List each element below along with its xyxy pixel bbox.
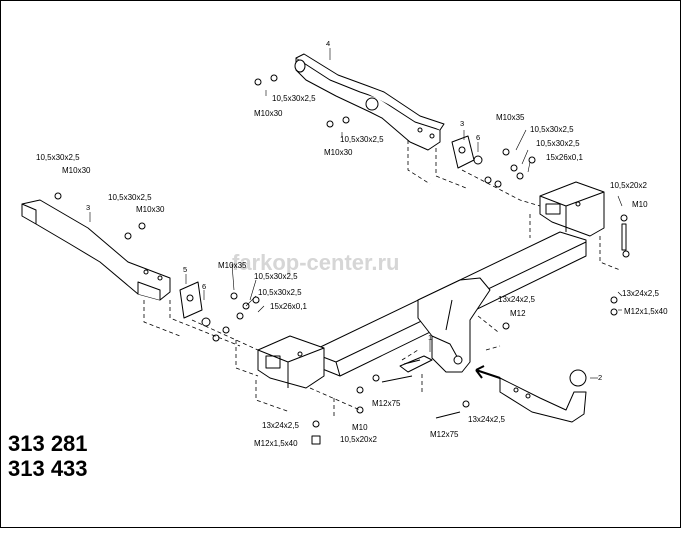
product-code: 313 281 — [8, 431, 88, 456]
product-code: 313 433 — [8, 456, 88, 481]
svg-text:13x24x2,5: 13x24x2,5 — [468, 415, 505, 424]
svg-text:10,5x30x2,5: 10,5x30x2,5 — [36, 153, 80, 162]
svg-text:15x26x0,1: 15x26x0,1 — [270, 302, 307, 311]
svg-text:M12x1,5x40: M12x1,5x40 — [254, 439, 298, 448]
assembly-guides — [143, 140, 621, 416]
svg-text:10,5x20x2: 10,5x20x2 — [340, 435, 377, 444]
fastener-set — [54, 74, 630, 445]
svg-text:10,5x30x2,5: 10,5x30x2,5 — [340, 135, 384, 144]
svg-text:15x26x0,1: 15x26x0,1 — [546, 153, 583, 162]
left-mount-plate — [257, 335, 325, 389]
svg-text:6: 6 — [476, 133, 480, 142]
svg-text:13x24x2,5: 13x24x2,5 — [262, 421, 299, 430]
svg-text:10,5x30x2,5: 10,5x30x2,5 — [258, 288, 302, 297]
svg-text:2: 2 — [598, 373, 602, 382]
watermark: farkop-center.ru — [232, 250, 400, 275]
svg-text:M10x35: M10x35 — [218, 261, 247, 270]
central-bracket — [417, 277, 491, 373]
svg-text:M10x30: M10x30 — [136, 205, 165, 214]
svg-text:10,5x30x2,5: 10,5x30x2,5 — [108, 193, 152, 202]
svg-text:M10x35: M10x35 — [496, 113, 525, 122]
svg-text:M12x1,5x40: M12x1,5x40 — [624, 307, 668, 316]
svg-text:M12: M12 — [510, 309, 526, 318]
upper-side-beam — [294, 53, 445, 151]
svg-text:M10x30: M10x30 — [324, 148, 353, 157]
svg-text:5: 5 — [183, 265, 187, 274]
svg-text:3: 3 — [460, 119, 464, 128]
right-mount-plate — [539, 181, 605, 237]
svg-text:M12x75: M12x75 — [430, 430, 459, 439]
svg-text:13x24x2,5: 13x24x2,5 — [622, 289, 659, 298]
svg-text:M10: M10 — [632, 200, 648, 209]
leader-lines — [89, 48, 623, 379]
svg-text:M10x30: M10x30 — [254, 109, 283, 118]
electric-socket-plate — [399, 355, 433, 373]
spacer-bracket-lower — [179, 281, 203, 319]
tow-ball-neck — [499, 369, 587, 423]
svg-text:10,5x30x2,5: 10,5x30x2,5 — [272, 94, 316, 103]
product-codes: 313 281 313 433 — [8, 431, 88, 481]
svg-text:M10x30: M10x30 — [62, 166, 91, 175]
svg-text:10,5x30x2,5: 10,5x30x2,5 — [536, 139, 580, 148]
svg-text:10,5x30x2,5: 10,5x30x2,5 — [530, 125, 574, 134]
left-side-beam — [21, 199, 171, 301]
assembly-arrow — [475, 365, 501, 379]
svg-text:M10: M10 — [352, 423, 368, 432]
part-numbers: 4 3 6 3 5 6 1 2 — [86, 39, 602, 382]
svg-text:10,5x30x2,5: 10,5x30x2,5 — [254, 272, 298, 281]
svg-text:3: 3 — [86, 203, 90, 212]
svg-text:10,5x20x2: 10,5x20x2 — [610, 181, 647, 190]
svg-text:6: 6 — [202, 282, 206, 291]
svg-text:4: 4 — [326, 39, 330, 48]
svg-text:M12x75: M12x75 — [372, 399, 401, 408]
svg-text:1: 1 — [428, 333, 432, 342]
fastener-labels: 10,5x30x2,5 M10x30 10,5x30x2,5 M10x30 M1… — [36, 94, 668, 448]
svg-text:13x24x2,5: 13x24x2,5 — [498, 295, 535, 304]
